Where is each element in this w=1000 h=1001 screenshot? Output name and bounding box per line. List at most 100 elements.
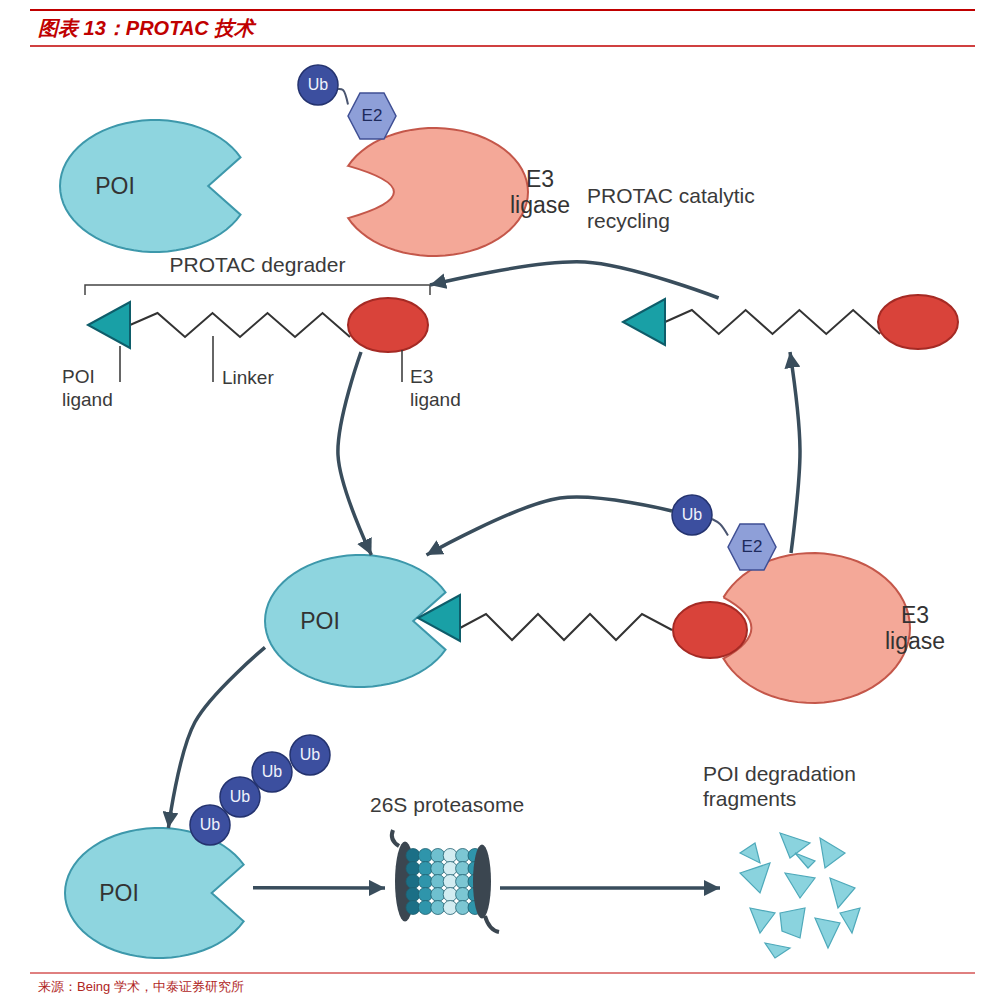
leader-line <box>212 336 214 382</box>
bracket <box>85 285 430 295</box>
proteasome-subunit <box>443 901 457 915</box>
proteasome-tail <box>485 916 499 932</box>
poi-ligand-symbol <box>88 302 130 348</box>
poi-ligand-symbol <box>623 299 665 345</box>
proteasome-subunit <box>406 849 420 863</box>
node-heading: PROTAC catalytic recycling <box>587 183 802 233</box>
proteasome-subunit <box>456 862 470 876</box>
protein-fragment <box>840 908 860 933</box>
proteasome-subunit <box>456 849 470 863</box>
circle-shape <box>252 752 292 792</box>
ubiquitin: Ub <box>252 752 292 792</box>
protein-shape <box>60 120 241 252</box>
circle-shape <box>298 65 338 105</box>
protein-fragment <box>815 918 840 948</box>
proteasome-subunit <box>431 888 445 902</box>
part-label: Linker <box>222 367 274 390</box>
node-label: POI <box>95 173 135 199</box>
linker-chain <box>665 310 880 334</box>
e2-enzyme: E2 <box>728 524 776 570</box>
poi-protein: POI <box>265 555 455 687</box>
header-rule <box>30 9 975 11</box>
linker-chain <box>460 614 672 640</box>
ubiquitin: Ub <box>190 805 230 845</box>
node-outline <box>65 828 253 958</box>
proteasome-subunit <box>456 888 470 902</box>
bond-line <box>338 89 348 105</box>
proteasome-subunit <box>418 875 432 889</box>
node-label: POI <box>300 608 340 634</box>
part-label: POI ligand <box>62 366 122 412</box>
proteasome: 26S proteasome <box>385 828 500 935</box>
node-label: Ub <box>682 506 702 524</box>
node-label: E3 ligase <box>510 166 570 219</box>
flow-arrow <box>430 262 719 298</box>
node-label: Ub <box>230 788 250 806</box>
ubiquitin: Ub <box>298 65 338 105</box>
leader-line <box>401 350 403 382</box>
proteasome-cap <box>473 845 491 919</box>
node-outline <box>715 553 910 703</box>
e3-ligand-symbol <box>878 295 958 349</box>
e3-ligand-symbol <box>348 298 428 352</box>
node-outline <box>60 120 250 252</box>
recycled-protac: PROTAC catalytic recycling <box>620 298 960 352</box>
protein-shape <box>265 555 446 687</box>
poi-protein: POI <box>65 828 253 958</box>
proteasome-subunit <box>418 849 432 863</box>
protein-shape <box>65 828 244 958</box>
proteasome-subunit <box>443 888 457 902</box>
figure-title: 图表 13：PROTAC 技术 <box>38 15 254 42</box>
e3-ligase: E3 ligase <box>715 553 915 703</box>
ubiquitin: Ub <box>290 735 330 775</box>
node-heading: POI degradation fragments <box>703 761 918 811</box>
protein-fragment <box>780 908 805 938</box>
node-label: E2 <box>742 537 763 557</box>
node-outline <box>385 828 500 935</box>
node-label: Ub <box>308 76 328 94</box>
node-label: Ub <box>262 763 282 781</box>
title-rule <box>30 45 975 47</box>
flow-arrow <box>427 497 673 555</box>
bond-line <box>712 519 728 536</box>
node-outline <box>85 285 430 352</box>
node-label: E3 ligase <box>885 602 945 655</box>
degradation-fragments: POI degradation fragments <box>720 813 870 963</box>
node-outline <box>265 555 455 687</box>
part-label: E3 ligand <box>410 366 472 412</box>
proteasome-subunit <box>418 862 432 876</box>
proteasome-subunit <box>443 875 457 889</box>
ligase-shape <box>348 128 528 256</box>
proteasome-subunit <box>431 862 445 876</box>
e3-ligand-symbol <box>673 602 747 658</box>
protein-fragment <box>765 943 790 958</box>
linker-chain <box>130 313 350 337</box>
ligase-shape <box>723 553 910 703</box>
node-heading: PROTAC degrader <box>85 252 430 277</box>
proteasome-subunit <box>431 875 445 889</box>
node-label: Ub <box>200 816 220 834</box>
proteasome-subunit <box>418 901 432 915</box>
protein-fragment <box>780 833 810 858</box>
ubiquitin: Ub <box>672 495 712 535</box>
e3-ligase: E3 ligase <box>340 128 540 256</box>
e2-enzyme: E2 <box>348 93 396 139</box>
node-outline <box>720 813 870 963</box>
circle-shape <box>190 805 230 845</box>
leader-line <box>119 346 121 382</box>
proteasome-subunit <box>406 888 420 902</box>
protein-fragment <box>740 863 770 893</box>
circle-shape <box>672 495 712 535</box>
proteasome-subunit <box>431 849 445 863</box>
proteasome-subunit <box>406 875 420 889</box>
proteasome-subunit <box>431 901 445 915</box>
hexagon-shape <box>728 524 776 570</box>
node-outline <box>620 298 960 352</box>
circle-shape <box>220 777 260 817</box>
proteasome-subunit <box>443 849 457 863</box>
proteasome-subunit <box>456 875 470 889</box>
proteasome-subunit <box>418 888 432 902</box>
